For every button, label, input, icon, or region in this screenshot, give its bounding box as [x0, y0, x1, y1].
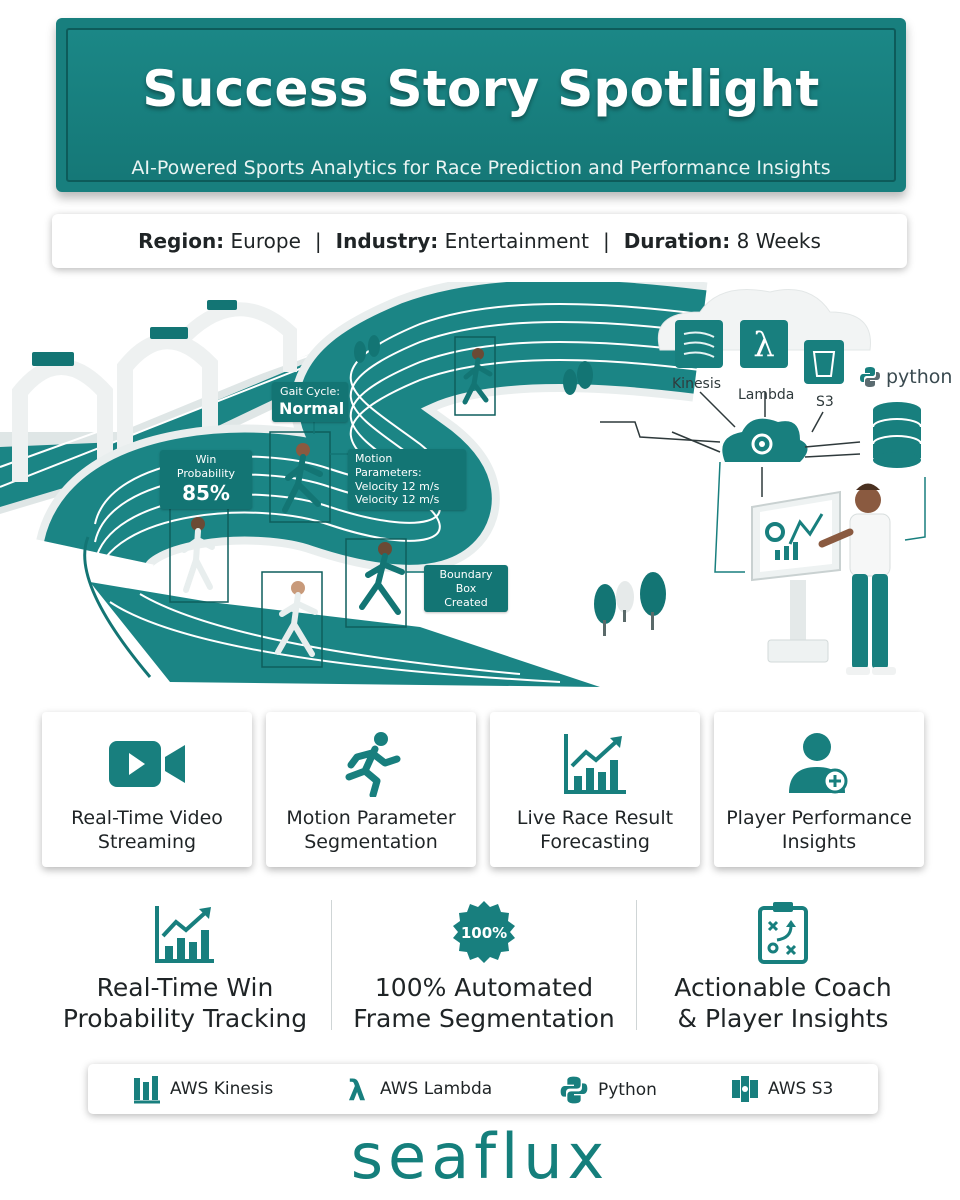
- stat-label-line2: & Player Insights: [677, 1004, 889, 1033]
- boundary-box-line2: Created: [444, 595, 488, 609]
- athlete-top: [454, 336, 496, 416]
- duration-label: Duration:: [623, 229, 731, 253]
- stat-coach-insights: Actionable Coach & Player Insights: [640, 898, 926, 1034]
- badge-100-icon: 100%: [453, 901, 515, 963]
- tech-item-python: Python: [558, 1074, 657, 1106]
- motion-parameters-line2: Velocity 12 m/s: [355, 493, 440, 507]
- athlete-center: [269, 431, 331, 523]
- processing-cloud: [600, 391, 926, 573]
- athlete-bottom: [261, 571, 323, 668]
- clipboard-strategy-icon: [758, 902, 808, 964]
- boundary-box-callout: Boundary Box Created: [424, 565, 508, 613]
- kinesis-label: Kinesis: [672, 376, 722, 392]
- aws-kinesis-icon: [134, 1076, 160, 1104]
- lambda-label: Lambda: [738, 387, 795, 403]
- tech-item-s3: AWS S3: [730, 1074, 833, 1104]
- stat-win-probability: Real-Time Win Probability Tracking: [40, 898, 330, 1034]
- feature-label: Player Performance Insights: [726, 807, 912, 853]
- video-camera-icon: [109, 741, 185, 787]
- svg-text:λ: λ: [753, 325, 775, 365]
- python-icon: [560, 1076, 588, 1104]
- meta-separator: |: [602, 229, 610, 253]
- region-value: Europe: [230, 229, 301, 253]
- motion-parameters-line1: Velocity 12 m/s: [355, 479, 440, 493]
- page-subtitle: AI-Powered Sports Analytics for Race Pre…: [131, 157, 831, 179]
- meta-separator: |: [314, 229, 322, 253]
- running-person-icon: [345, 732, 401, 797]
- trees: [354, 335, 666, 636]
- stat-label-line2: Probability Tracking: [62, 1004, 308, 1033]
- page-title: Success Story Spotlight: [142, 60, 820, 118]
- gait-cycle-callout: Gait Cycle: Normal: [272, 382, 348, 422]
- motion-parameters-title: Motion Parameters:: [355, 452, 422, 479]
- gait-cycle-value: Normal: [279, 398, 345, 418]
- brand-logo: seaflux: [350, 1120, 610, 1193]
- growth-chart-icon: [564, 734, 626, 794]
- track-scene: λ: [0, 272, 926, 687]
- tech-item-lambda: λ AWS Lambda: [342, 1074, 492, 1104]
- tech-label: AWS Kinesis: [170, 1079, 274, 1099]
- gait-cycle-title: Gait Cycle:: [280, 385, 340, 398]
- feature-label: Live Race Result Forecasting: [516, 807, 674, 853]
- tech-item-kinesis: AWS Kinesis: [132, 1074, 273, 1104]
- database-icon: [872, 402, 922, 468]
- boundary-box-line1: Boundary Box: [439, 568, 493, 595]
- stat-label-line1: 100% Automated: [374, 973, 594, 1002]
- stat-label-line2: Frame Segmentation: [353, 1004, 615, 1033]
- feature-label: Motion Parameter Segmentation: [286, 807, 456, 853]
- stat-automated-segmentation: 100% 100% Automated Frame Segmentation: [336, 898, 632, 1034]
- feature-card-video-streaming: Real-Time Video Streaming: [42, 712, 252, 867]
- athlete-left: [169, 506, 229, 603]
- duration-value: 8 Weeks: [736, 229, 821, 253]
- stat-divider: [636, 900, 637, 1030]
- user-plus-icon: [789, 733, 848, 794]
- feature-label: Real-Time Video Streaming: [71, 807, 223, 853]
- python-icon: [860, 367, 880, 387]
- feature-card-motion-segmentation: Motion Parameter Segmentation: [266, 712, 476, 867]
- aws-s3-icon: [732, 1076, 758, 1102]
- s3-label: S3: [816, 394, 834, 410]
- python-label: python: [886, 366, 953, 388]
- python-logo: python: [858, 365, 952, 389]
- industry-label: Industry:: [335, 229, 439, 253]
- tech-stack-bar: AWS Kinesis λ AWS Lambda Python AWS S3: [88, 1064, 878, 1114]
- analyst-kiosk: [751, 483, 896, 675]
- stat-label-line1: Real-Time Win: [96, 973, 274, 1002]
- svg-text:λ: λ: [348, 1074, 366, 1104]
- motion-parameters-callout: Motion Parameters: Velocity 12 m/s Veloc…: [348, 449, 466, 510]
- win-probability-title: Win Probability: [176, 453, 236, 480]
- tech-label: AWS S3: [768, 1079, 834, 1099]
- badge-100-text: 100%: [461, 924, 507, 942]
- cloud-services: λ: [658, 289, 871, 384]
- banner-frame: [66, 28, 896, 182]
- industry-value: Entertainment: [444, 229, 589, 253]
- stat-label-line1: Actionable Coach: [674, 973, 892, 1002]
- race-track-illustration: λ: [0, 272, 960, 702]
- region-label: Region:: [138, 229, 225, 253]
- tech-label: AWS Lambda: [380, 1079, 493, 1099]
- stat-divider: [331, 900, 332, 1030]
- win-probability-callout: Win Probability 85%: [160, 450, 252, 509]
- tech-label: Python: [598, 1080, 657, 1100]
- title-banner: Success Story Spotlight AI-Powered Sport…: [56, 18, 906, 192]
- project-meta-bar: Region: Europe | Industry: Entertainment…: [52, 214, 907, 268]
- bar-chart-icon: [155, 906, 214, 963]
- athletes: [169, 336, 496, 668]
- feature-card-player-insights: Player Performance Insights: [714, 712, 924, 867]
- aws-lambda-icon: λ: [348, 1074, 366, 1104]
- athlete-right: [345, 538, 407, 628]
- feature-card-race-forecasting: Live Race Result Forecasting: [490, 712, 700, 867]
- win-probability-value: 85%: [182, 480, 230, 505]
